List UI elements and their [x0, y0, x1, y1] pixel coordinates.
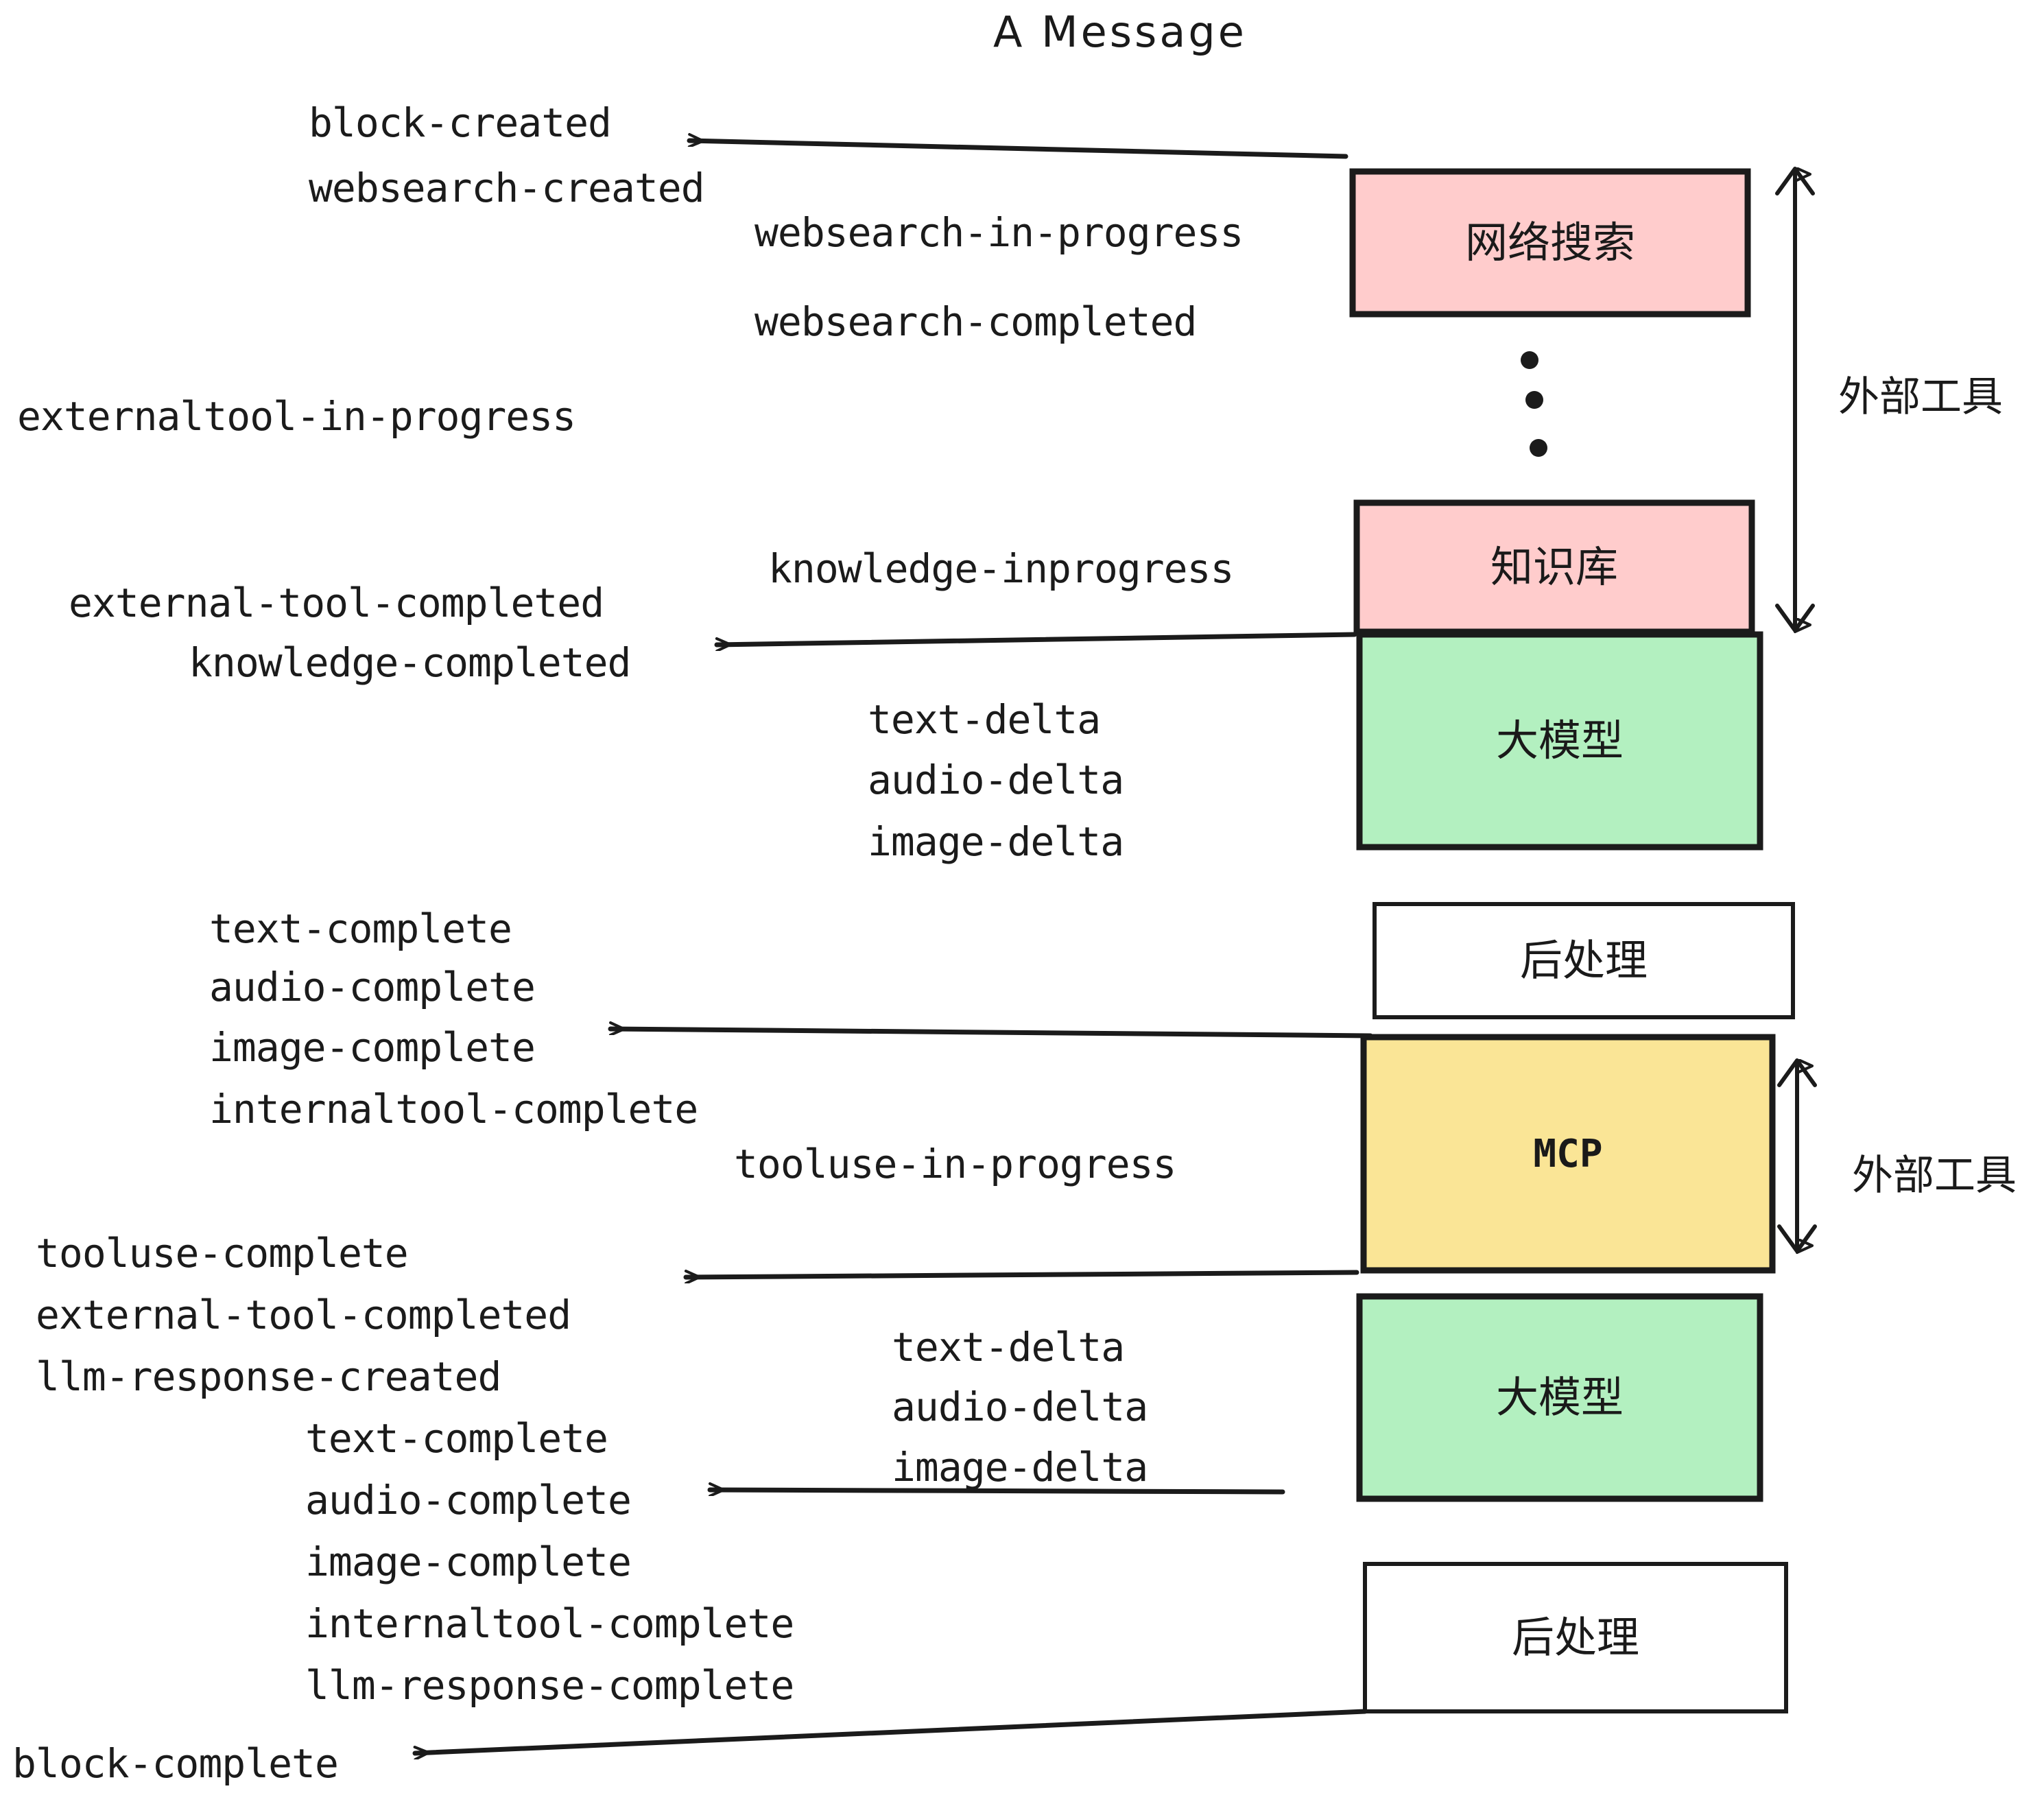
box-label: 大模型 — [1496, 1373, 1624, 1423]
event-label: tooluse-complete — [36, 1230, 409, 1277]
box-label: MCP — [1533, 1132, 1602, 1176]
event-label: llm-response-complete — [305, 1662, 794, 1709]
event-label: image-delta — [868, 818, 1124, 865]
event-label: text-delta — [868, 696, 1101, 743]
event-label: internaltool-complete — [209, 1086, 698, 1132]
event-label: tooluse-in-progress — [734, 1141, 1176, 1187]
event-label: image-delta — [892, 1444, 1148, 1491]
box-rect — [1353, 499, 1755, 635]
event-label: knowledge-inprogress — [768, 545, 1234, 592]
event-label: external-tool-completed — [36, 1292, 571, 1338]
event-label: text-delta — [892, 1324, 1125, 1370]
external-tools-arrow-bottom-head-up — [1777, 1058, 1817, 1087]
box-llm-2[interactable]: 大模型 — [1356, 1293, 1763, 1502]
event-label: audio-complete — [209, 964, 536, 1010]
event-label: audio-delta — [892, 1384, 1148, 1430]
box-rect — [1356, 631, 1763, 851]
box-label: 大模型 — [1496, 715, 1624, 765]
event-label: image-complete — [209, 1024, 536, 1071]
event-label: text-complete — [209, 905, 512, 952]
arrow-block-created — [687, 141, 1348, 159]
arrow-audio-complete — [707, 1490, 1285, 1492]
external-tools-arrow-bottom-head-down — [1777, 1224, 1817, 1253]
box-label: 后处理 — [1512, 1613, 1639, 1663]
event-label: websearch-created — [309, 165, 705, 211]
arrow-knowledge-done — [714, 632, 1357, 645]
event-label: llm-response-created — [36, 1353, 501, 1400]
event-label: block-created — [309, 99, 612, 146]
external-tools-arrow-top-head-down — [1775, 604, 1815, 632]
page-title: A Message — [993, 7, 1247, 57]
ellipsis-dots — [1521, 351, 1547, 457]
arrow-block-complete — [412, 1709, 1368, 1753]
event-label: audio-delta — [868, 757, 1124, 803]
event-label: external-tool-completed — [69, 580, 604, 626]
event-label: block-complete — [12, 1740, 339, 1787]
event-label: knowledge-completed — [189, 639, 631, 686]
event-label: audio-complete — [305, 1477, 632, 1523]
arrows-layer — [412, 141, 1817, 1753]
ellipsis-dot — [1521, 351, 1538, 369]
box-postprocess-1[interactable]: 后处理 — [1372, 902, 1795, 1019]
box-rect — [1363, 1562, 1788, 1713]
box-label: 后处理 — [1520, 936, 1648, 986]
box-knowledge[interactable]: 知识库 — [1353, 499, 1755, 635]
event-label: text-complete — [305, 1415, 608, 1462]
box-rect — [1360, 1034, 1776, 1274]
box-label: 网络搜索 — [1465, 217, 1635, 268]
box-llm-1[interactable]: 大模型 — [1356, 631, 1763, 851]
event-label: internaltool-complete — [305, 1600, 794, 1647]
external-tools-arrow-top-head-up — [1775, 167, 1815, 195]
box-mcp[interactable]: MCP — [1360, 1034, 1776, 1274]
event-label: websearch-completed — [754, 298, 1197, 345]
box-websearch[interactable]: 网络搜索 — [1349, 168, 1751, 318]
box-rect — [1349, 168, 1751, 318]
arrow-tooluse-done — [683, 1272, 1359, 1277]
event-label: externaltool-in-progress — [17, 393, 576, 440]
ellipsis-dot — [1530, 439, 1547, 457]
box-rect — [1356, 1293, 1763, 1502]
box-postprocess-2[interactable]: 后处理 — [1363, 1562, 1788, 1713]
ellipsis-dot — [1525, 391, 1543, 409]
box-rect — [1372, 902, 1795, 1019]
arrow-image-complete — [608, 1029, 1373, 1039]
side-annotation-external-tools-bottom: 外部工具 — [1852, 1152, 2017, 1200]
side-annotation-external-tools-top: 外部工具 — [1838, 373, 2003, 421]
event-label: websearch-in-progress — [754, 209, 1244, 256]
box-label: 知识库 — [1490, 542, 1618, 592]
event-label: image-complete — [305, 1539, 632, 1585]
